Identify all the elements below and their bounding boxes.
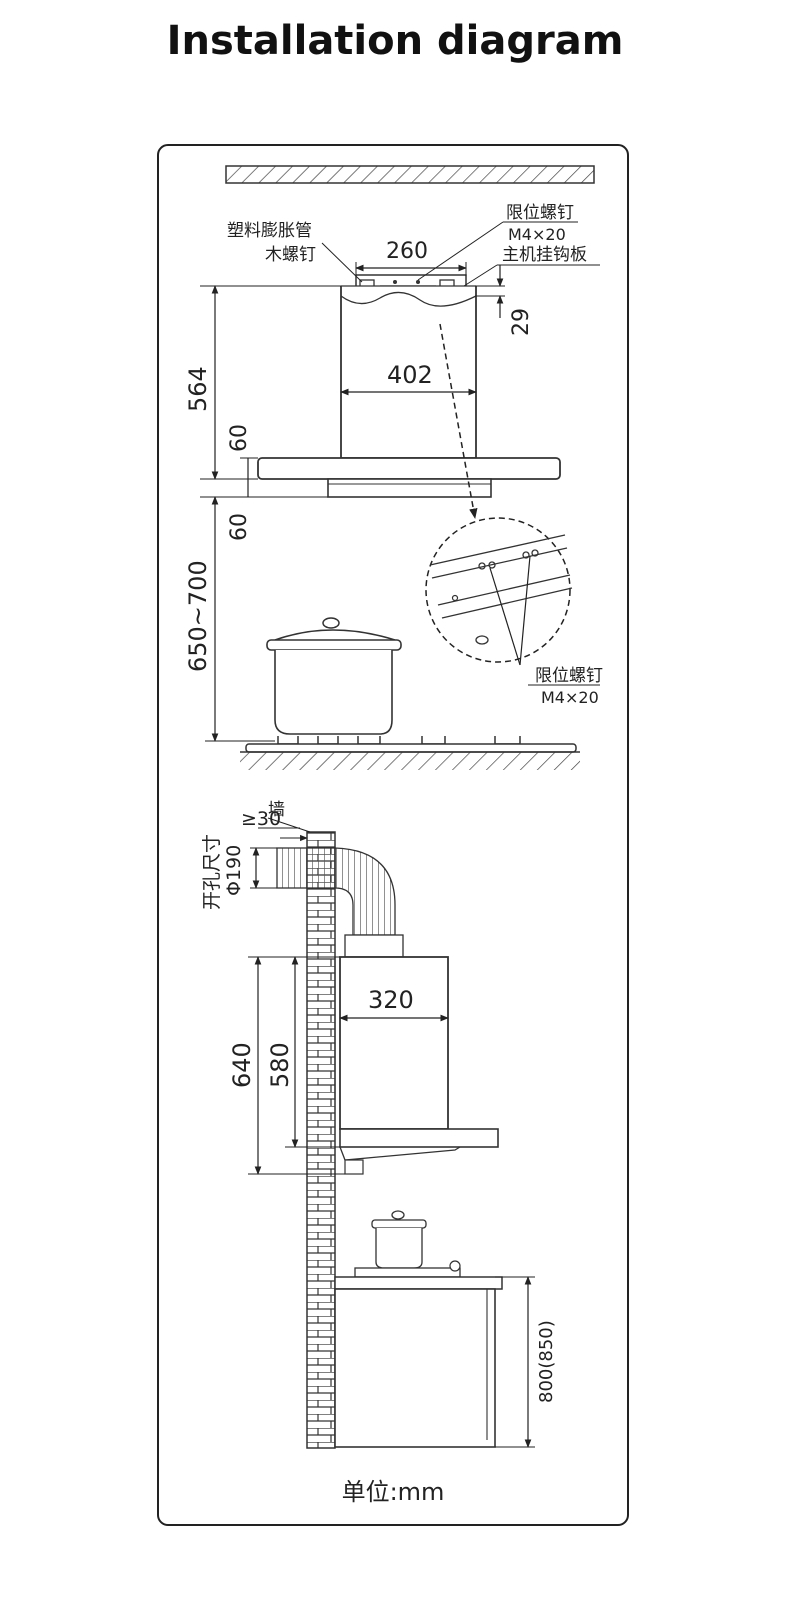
cabinet-top: [334, 1276, 503, 1290]
label-wood-screw: 木螺钉: [265, 245, 316, 265]
dim-640: 640: [228, 1042, 256, 1088]
dim-29: 29: [509, 308, 534, 336]
label-hole-size: 开孔尺寸: [201, 834, 223, 910]
dim-60-lower: 60: [227, 513, 252, 541]
canopy-lower: [327, 478, 492, 498]
label-limit-screw-spec: M4×20: [508, 225, 566, 244]
detail-circle: [425, 517, 573, 666]
duct-elbow: [334, 847, 396, 936]
ceiling-hatch: [225, 165, 595, 184]
dim-402: 402: [387, 361, 433, 389]
canopy: [257, 457, 561, 480]
front-view: 塑料膨胀管 木螺钉 限位螺钉 M4×20 主机挂钩板 260 402 29 56…: [184, 165, 603, 770]
detail-limit-screw-spec: M4×20: [541, 688, 599, 707]
dim-800-850: 800(850): [536, 1320, 557, 1403]
dim-564: 564: [184, 366, 212, 412]
side-hood-body: [339, 956, 449, 1130]
counter-hatch: [240, 752, 580, 770]
dim-320: 320: [368, 986, 414, 1014]
label-limit-screw: 限位螺钉: [506, 203, 574, 223]
cabinet: [334, 1288, 496, 1448]
brick-wall: [306, 831, 336, 1449]
dim-60-upper: 60: [227, 424, 252, 452]
unit-label: 单位:mm: [342, 1478, 445, 1506]
dim-650-700: 650~700: [184, 560, 212, 672]
duct-pipe: [276, 847, 336, 889]
label-phi-190: Φ190: [223, 845, 245, 896]
pot-side: [371, 1210, 427, 1269]
hob: [245, 743, 577, 753]
page-title: Installation diagram: [166, 18, 624, 64]
detail-limit-screw: 限位螺钉: [535, 666, 603, 686]
diagram-frame: [157, 144, 629, 1526]
side-view: 墙 ≥30 开孔尺寸 Φ190 320 640 580 800(850): [201, 800, 557, 1449]
label-wall: 墙: [268, 800, 285, 820]
dim-260: 260: [386, 239, 428, 264]
dim-580: 580: [266, 1042, 294, 1088]
side-canopy: [339, 1128, 499, 1148]
pot-front: [266, 617, 402, 735]
label-gte-30: ≥30: [241, 808, 281, 830]
label-hook-plate: 主机挂钩板: [502, 245, 587, 265]
label-expansion-tube: 塑料膨胀管: [227, 221, 312, 241]
